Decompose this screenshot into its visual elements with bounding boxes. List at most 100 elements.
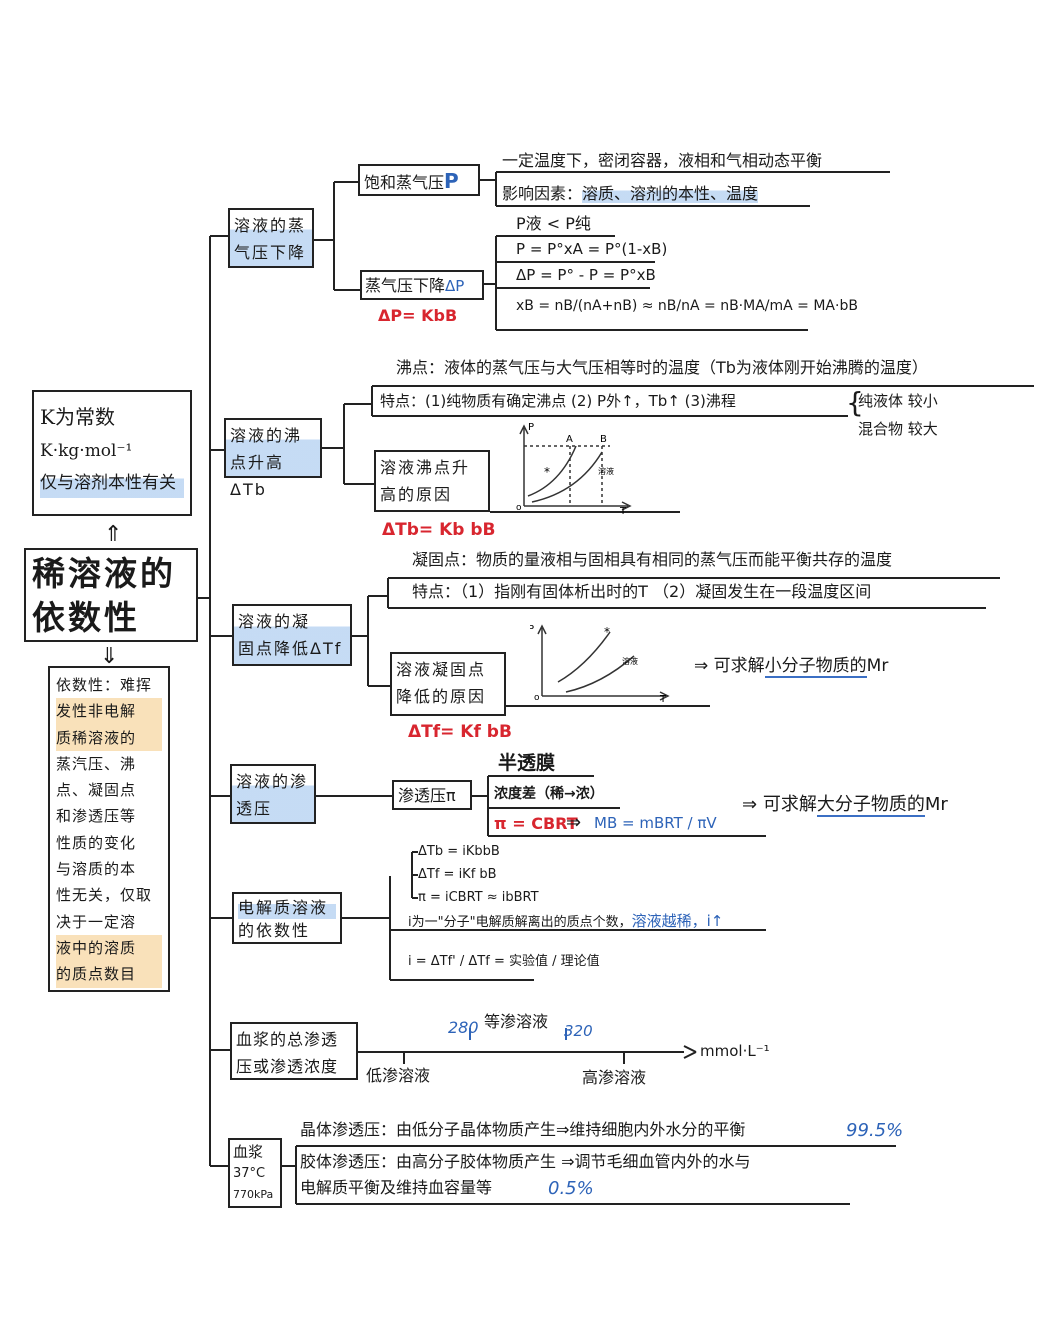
- value-320: 320: [564, 1022, 593, 1040]
- unit-label: mmol·L⁻¹: [700, 1042, 770, 1060]
- freezing-reason-line2: 降低的原因: [396, 687, 487, 706]
- branch5-node: 电解质溶液 的依数性: [232, 892, 342, 944]
- branch1-title-line1: 溶液的蒸: [234, 216, 307, 235]
- isotonic-label: 等渗溶液: [484, 1012, 549, 1031]
- branch3-title-line2: 固点降低ΔTf: [238, 639, 343, 658]
- vant-hoff-equation: π = CBRT: [494, 814, 578, 833]
- freezing-graph-p: P: [530, 624, 534, 635]
- freezing-result-prefix: 可求解: [713, 656, 765, 676]
- branch5-title-line2: 的依数性: [238, 921, 311, 940]
- definition-line: 蒸汽压、沸: [56, 754, 137, 773]
- branch7-title-line1: 血浆: [233, 1143, 264, 1161]
- k-note-line2: K·kg·mol⁻¹: [40, 441, 133, 461]
- branch4-node: 溶液的渗 透压: [230, 764, 316, 824]
- hypertonic-label: 高渗溶液: [582, 1068, 647, 1087]
- factors-text: 影响因素：溶质、溶剂的本性、温度: [502, 184, 759, 203]
- branch2-title-line2: 点升高ΔTb: [230, 453, 285, 499]
- concentration-difference-text: 浓度差（稀→浓）: [494, 786, 604, 802]
- delta-p-equation: ΔP = P° - P = P°xB: [516, 266, 656, 284]
- boiling-graph-liquid: 溶液: [598, 466, 614, 476]
- definition-box: 依数性：难挥发性非电解质稀溶液的蒸汽压、沸点、凝固点和渗透压等性质的变化与溶质的…: [48, 666, 170, 992]
- definition-line: 性无关，仅取: [56, 886, 153, 905]
- i-factor-highlight: 溶液越稀，i↑: [631, 912, 724, 930]
- branch7-title-line3: 770kPa: [233, 1188, 274, 1201]
- freezing-formula: ΔTf= Kf bB: [408, 722, 512, 742]
- factors-prefix: 影响因素：: [502, 184, 583, 203]
- saturated-vapor-symbol: P: [444, 169, 459, 193]
- raoult-equation: P = P°xA = P°(1-xB): [516, 240, 668, 258]
- hypotonic-label: 低渗溶液: [366, 1066, 431, 1085]
- molar-mass-equation: MB = mBRT / πV: [594, 814, 717, 832]
- freezing-result-arrow-icon: ⇒: [694, 656, 709, 676]
- boiling-reason-line2: 高的原因: [380, 485, 453, 504]
- definition-line: 的质点数目: [56, 961, 162, 988]
- osmotic-pressure-label: 渗透压π: [398, 786, 456, 805]
- freezing-result-highlight: 小分子物质的: [764, 656, 867, 678]
- branch1-title-line2: 气压下降: [234, 243, 307, 262]
- vant-hoff-arrow-icon: ⇒: [566, 812, 582, 833]
- branch1-node: 溶液的蒸 气压下降: [228, 208, 314, 268]
- boiling-graph-p: P: [528, 422, 534, 433]
- osmotic-result: ⇒ 可求解大分子物质的Mr: [742, 794, 948, 817]
- branch2-title-line1: 溶液的沸: [230, 426, 303, 445]
- branch4-title-line2: 透压: [236, 799, 273, 818]
- boiling-graph-o: o: [516, 503, 522, 513]
- crystal-osmotic-percent: 99.5%: [846, 1120, 904, 1141]
- vapor-drop-formula: ΔP= KbB: [378, 306, 458, 325]
- saturated-vapor-label: 饱和蒸气压: [364, 173, 445, 192]
- colloid-osmotic-percent: 0.5%: [548, 1178, 594, 1199]
- branch2-node: 溶液的沸 点升高ΔTb: [224, 418, 322, 499]
- i-factor-equation: i = ΔTf' / ΔTf = 实验值 / 理论值: [408, 954, 600, 969]
- osmotic-pressure-node: 渗透压π: [392, 780, 472, 810]
- definition-line: 液中的溶质: [56, 934, 162, 962]
- branch6-title-line1: 血浆的总渗透: [236, 1030, 339, 1049]
- freezing-result-suffix: Mr: [866, 656, 889, 676]
- i-factor-description: i为一"分子"电解质解离出的质点个数，溶液越稀，i↑: [408, 912, 723, 931]
- factors-value: 溶质、溶剂的本性、温度: [582, 184, 759, 203]
- arrow-up-icon: ⇑: [104, 522, 123, 547]
- brace-icon: {: [846, 386, 864, 419]
- vapor-drop-node: 蒸气压下降ΔP: [360, 270, 484, 300]
- saturated-vapor-definition: 一定温度下，密闭容器，液相和气相动态平衡: [502, 151, 823, 170]
- osmotic-result-arrow-icon: ⇒: [742, 794, 758, 815]
- freezing-graph-t: T: [659, 694, 667, 704]
- branch7-title-line2: 37°C: [233, 1166, 266, 1181]
- vapor-drop-symbol: ΔP: [445, 277, 465, 295]
- osmotic-result-prefix: 可求解: [762, 794, 817, 815]
- definition-line: 发性非电解: [56, 698, 162, 725]
- mole-fraction-equation: xB = nB/(nA+nB) ≈ nB/nA = nB·MA/mA = MA·…: [516, 298, 858, 314]
- colloid-osmotic-line2: 电解质平衡及维持血容量等: [300, 1178, 493, 1197]
- freezing-graph-star: *: [604, 625, 610, 639]
- freezing-graph-o: o: [534, 693, 540, 703]
- root-title-line2: 依数性: [32, 598, 140, 637]
- k-note-line1: K为常数: [40, 405, 115, 429]
- boiling-reason-line1: 溶液沸点升: [380, 458, 471, 477]
- boiling-point-definition: 沸点：液体的蒸气压与大气压相等时的温度（Tb为液体刚开始沸腾的温度）: [396, 358, 928, 377]
- i-factor-prefix: i为一"分子"电解质解离出的质点个数，: [408, 915, 632, 930]
- definition-line: 和渗透压等: [56, 807, 137, 826]
- boiling-feature: 特点：(1)纯物质有确定沸点 (2) P外↑，Tb↑ (3)沸程: [380, 392, 736, 410]
- saturated-vapor-node: 饱和蒸气压P: [358, 164, 480, 196]
- branch3-node: 溶液的凝 固点降低ΔTf: [232, 604, 352, 666]
- electrolyte-freezing-equation: ΔTf = iKf bB: [418, 867, 497, 882]
- boiling-formula: ΔTb= Kb bB: [382, 520, 496, 540]
- branch3-title-line1: 溶液的凝: [238, 612, 311, 631]
- freezing-graph: P T o * 溶液: [530, 624, 670, 704]
- freezing-result: ⇒ 可求解小分子物质的Mr: [694, 656, 889, 678]
- boiling-graph-b: B: [600, 434, 607, 445]
- electrolyte-osmotic-equation: π = iCBRT ≈ ibBRT: [418, 890, 539, 905]
- branch5-title-line1: 电解质溶液: [238, 896, 336, 919]
- freezing-reason-line1: 溶液凝固点: [396, 660, 487, 679]
- osmotic-result-highlight: 大分子物质的: [816, 794, 925, 817]
- definition-line: 与溶质的本: [56, 860, 137, 879]
- crystal-osmotic-text: 晶体渗透压：由低分子晶体物质产生⇒维持细胞内外水分的平衡: [300, 1120, 746, 1139]
- freezing-graph-liquid: 溶液: [622, 656, 638, 666]
- vapor-drop-label: 蒸气压下降: [365, 276, 446, 295]
- electrolyte-boiling-equation: ΔTb = iKbbB: [418, 844, 500, 859]
- freezing-point-definition: 凝固点：物质的量液相与固相具有相同的蒸气压而能平衡共存的温度: [412, 550, 893, 569]
- value-280: 280: [448, 1018, 479, 1037]
- boiling-graph-star: *: [544, 465, 550, 479]
- boiling-graph: P T A B o * 溶液: [516, 422, 632, 514]
- branch4-title-line1: 溶液的渗: [236, 772, 309, 791]
